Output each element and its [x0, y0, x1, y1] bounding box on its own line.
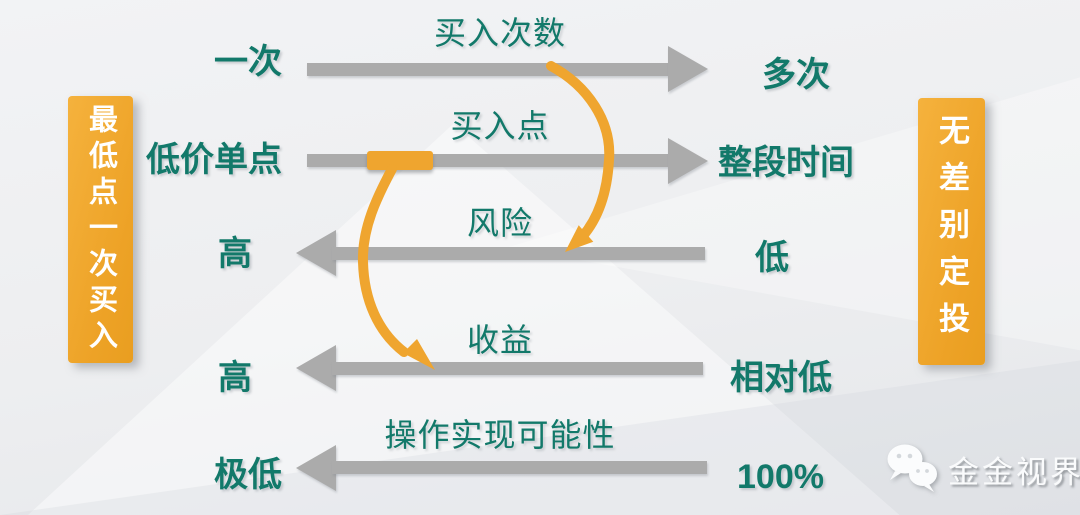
row-left-label: 高 — [218, 235, 252, 273]
left-banner-label: 最低点一次买入 — [84, 103, 117, 356]
row-title-buy-count: 买入次数 — [433, 15, 566, 51]
watermark-label: 金金视界 — [948, 454, 1080, 490]
arrow-head-right-icon — [668, 46, 708, 92]
row-title-feasibility: 操作实现可能性 — [384, 417, 616, 453]
arrow-head-left-icon — [296, 445, 336, 491]
arrow-head-right-icon — [668, 138, 708, 184]
row-title-risk: 风险 — [466, 205, 533, 241]
row-title-buy-point: 买入点 — [450, 108, 550, 144]
right-banner-label: 无差别定投 — [934, 114, 969, 349]
wechat-icon — [887, 444, 937, 492]
arrow-shaft — [332, 247, 705, 260]
right-strategy-banner: 无差别定投 — [918, 98, 985, 365]
row-right-label: 相对低 — [730, 359, 832, 397]
row-left-label: 高 — [218, 359, 252, 397]
row-left-label: 一次 — [214, 43, 282, 81]
arrow-shaft — [332, 362, 703, 375]
highlight-segment-marker — [367, 151, 433, 170]
arrow-head-left-icon — [296, 345, 336, 391]
row-left-label: 低价单点 — [146, 141, 282, 179]
row-title-return: 收益 — [466, 322, 533, 358]
arrow-head-left-icon — [296, 230, 336, 276]
row-right-label: 整段时间 — [718, 144, 854, 182]
arrow-shaft — [332, 461, 707, 474]
watermark: 金金视界 — [884, 442, 1080, 496]
left-strategy-banner: 最低点一次买入 — [68, 96, 133, 363]
row-right-label: 低 — [755, 239, 789, 277]
row-right-label: 多次 — [762, 56, 830, 94]
row-right-label: 100% — [737, 458, 824, 496]
row-left-label: 极低 — [214, 456, 282, 494]
arrow-shaft — [307, 154, 670, 167]
arrow-shaft — [307, 63, 670, 76]
